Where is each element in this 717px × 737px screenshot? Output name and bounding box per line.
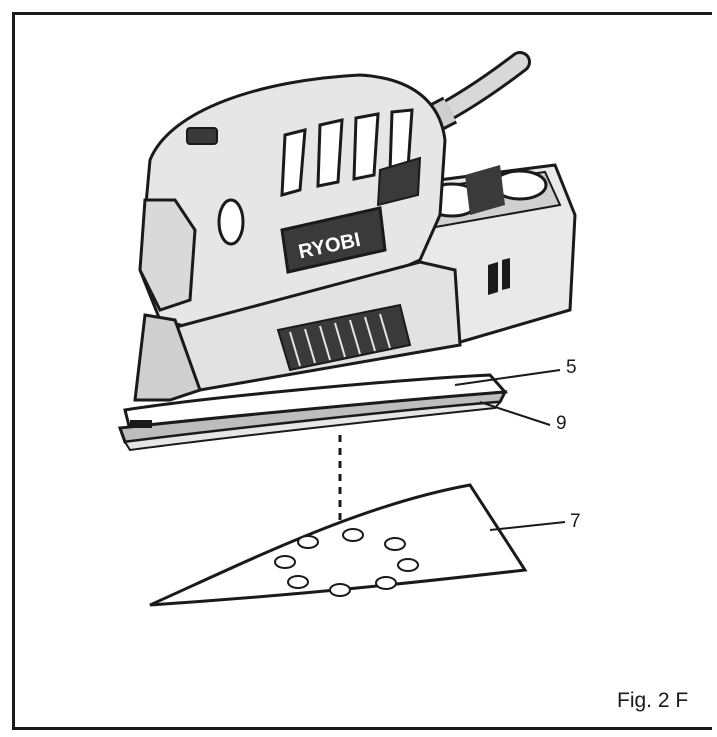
callout-9: 9 — [556, 413, 567, 434]
sanding-sheet — [149, 483, 528, 607]
callout-7: 7 — [570, 511, 581, 532]
callout-5: 5 — [566, 357, 577, 378]
base-pad — [117, 373, 509, 452]
figure-caption: Fig. 2 F — [617, 689, 689, 712]
sander-body: RYOBI — [133, 73, 462, 402]
sheet-holes — [274, 528, 419, 597]
leader-lines — [454, 369, 566, 531]
